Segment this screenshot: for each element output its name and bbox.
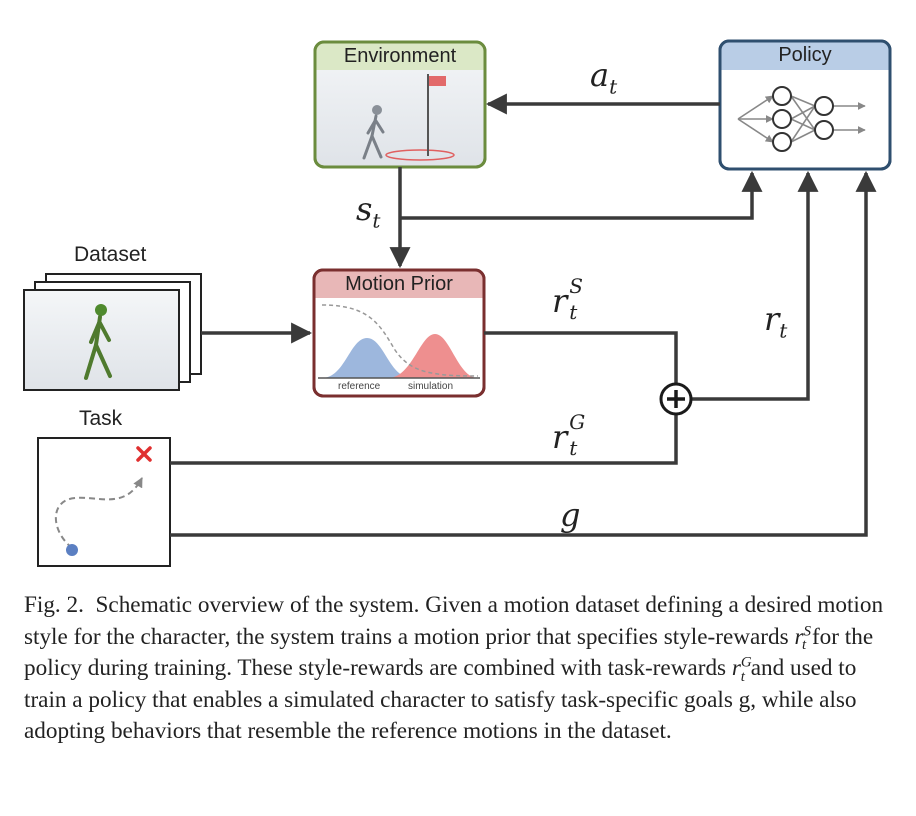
caption-prefix: Fig. 2.: [24, 592, 84, 618]
simulation-label: simulation: [408, 381, 454, 392]
motion-prior-box: [312, 268, 486, 398]
caption-part3: and used to train a policy that enables …: [24, 655, 857, 744]
goal-arrow: [170, 170, 877, 537]
dataset-stack: [23, 273, 202, 391]
dataset-character-icon: [84, 304, 112, 380]
reference-label: reference: [338, 381, 381, 392]
start-point-icon: [66, 544, 78, 556]
policy-box: [718, 39, 892, 171]
reference-distribution-icon: [322, 338, 412, 378]
figure-caption: Fig. 2. Schematic overview of the system…: [24, 590, 900, 748]
task-reward-line: [170, 414, 678, 465]
caption-part1: Schematic overview of the system. Given …: [24, 592, 884, 650]
reward-combiner: [659, 382, 693, 416]
action-label: at: [590, 56, 618, 99]
dataset-title: Dataset: [74, 243, 147, 266]
policy-title: Policy: [778, 44, 832, 66]
diagram-canvas: [23, 39, 892, 567]
flag-icon: [429, 76, 446, 86]
goal-label: g: [560, 496, 581, 534]
style-reward-line: [484, 331, 678, 384]
discriminator-curve-icon: [321, 304, 479, 377]
motion-prior-title: Motion Prior: [345, 273, 453, 295]
environment-title: Environment: [343, 45, 457, 67]
environment-box: [313, 40, 487, 169]
connectors: [170, 93, 877, 537]
state-to-policy-arrow: [400, 170, 763, 220]
reward-arrow: [692, 170, 819, 401]
simulation-distribution-icon: [388, 334, 478, 378]
reward-label: rt: [764, 300, 788, 343]
task-box: [37, 437, 171, 567]
task-path-icon: [54, 477, 143, 549]
caption-style-reward: rSt: [794, 622, 811, 654]
caption-task-reward: rGt: [731, 654, 752, 685]
goal-marker-icon: [136, 446, 152, 462]
walking-character-icon: [362, 105, 385, 160]
caption-part2: for the policy during training. These st…: [24, 623, 874, 682]
target-ring-icon: [385, 149, 455, 161]
neural-network-icon: [737, 86, 866, 152]
system-diagram: Environment Policy Motion Prior referenc…: [23, 39, 892, 567]
task-title: Task: [79, 407, 123, 430]
state-label: st: [356, 190, 381, 233]
